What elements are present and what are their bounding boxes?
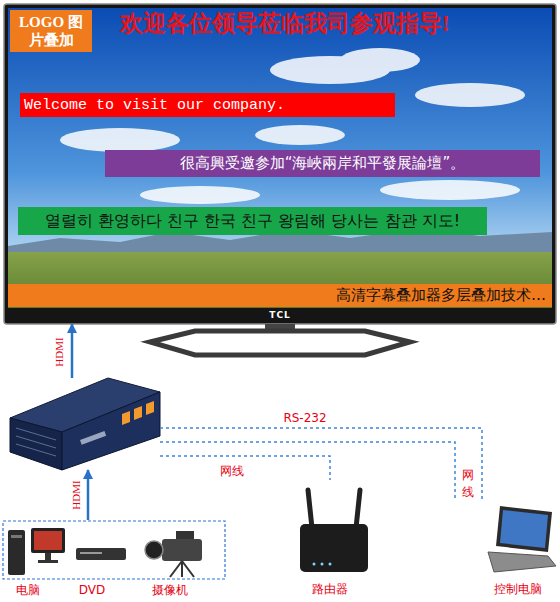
pc-drive — [11, 535, 22, 538]
caption-bar: 很高興受邀参加“海峽兩岸和平發展論壇”。 — [105, 150, 540, 177]
network-cable — [160, 456, 330, 480]
dvd-tray — [80, 552, 102, 554]
pc-foot — [38, 560, 58, 563]
caption-bar: 열렬히 환영하다 친구 한국 친구 왕림해 당사는 참관 지도! — [18, 207, 487, 235]
node-text: 路由器 — [290, 582, 370, 596]
tv-grass — [8, 252, 552, 308]
device-buttons — [122, 401, 154, 425]
node-text: 控制电脑 — [488, 582, 548, 596]
router-leds — [313, 563, 332, 566]
device-vents — [16, 428, 56, 456]
dvd-icon — [76, 548, 126, 560]
dvd-body — [76, 548, 126, 560]
node-text: LOGO 图片叠加 — [14, 13, 88, 49]
caption-bar: Welcome to visit our company. — [20, 93, 395, 117]
pc-monitor — [31, 528, 65, 553]
laptop-icon — [488, 506, 556, 572]
connector-label: HDMI — [70, 479, 82, 510]
clouds — [60, 48, 525, 204]
hdmi-arrow — [71, 324, 74, 378]
device-badge — [80, 431, 106, 445]
logo-overlay: LOGO 图片叠加 — [10, 10, 92, 52]
device-front — [62, 392, 160, 470]
sources-frame — [3, 521, 225, 579]
node-text: 高清字幕叠加器多层叠加技术… — [336, 286, 546, 305]
control-pc: 控制电脑 — [448, 500, 558, 598]
antenna — [356, 490, 360, 528]
camera-mic — [176, 531, 194, 539]
tv-sky — [8, 8, 552, 308]
connector-label: RS-232 — [282, 411, 327, 425]
connector-label: 网线 — [219, 463, 245, 480]
connector-label: 网线 — [461, 467, 475, 501]
router-icon — [300, 490, 368, 572]
node-text: TCL — [269, 310, 290, 320]
tv-screen: TCL LOGO 图片叠加 Welcome to visit our company… — [4, 4, 556, 324]
laptop-base — [488, 552, 556, 572]
computer-icon — [8, 528, 65, 575]
tv-bezel — [4, 4, 556, 324]
tv-stand — [150, 331, 410, 355]
pc-screen — [34, 531, 62, 550]
device-side — [10, 418, 62, 470]
video-sources: 电脑 DVD 摄像机 — [3, 520, 225, 600]
laptop-screen — [500, 510, 548, 548]
router-body — [300, 524, 368, 572]
subtitle-inserter-figure — [10, 378, 160, 470]
camera-body — [162, 539, 202, 561]
camera-tripod — [170, 561, 194, 577]
pc-neck — [45, 553, 51, 560]
antenna — [308, 490, 312, 528]
camera-lens — [145, 541, 163, 559]
subtitle-inserter — [8, 378, 160, 470]
hdmi-arrow — [87, 470, 90, 520]
camera-icon — [145, 531, 202, 577]
ticker-bar: 高清字幕叠加器多层叠加技术… — [8, 284, 552, 307]
node-text: Welcome to visit our company. — [24, 97, 285, 114]
pc-tower — [8, 530, 25, 575]
network-cable — [160, 442, 455, 500]
network-cable — [160, 428, 482, 500]
node-text: 摄像机 — [140, 583, 200, 597]
screen-title: 欢迎各位领导莅临我司参观指导! — [120, 8, 450, 39]
router: 路由器 — [290, 480, 370, 598]
tv-set — [4, 4, 556, 355]
connector-label: HDMI — [53, 336, 65, 367]
node-text: 电脑 — [0, 583, 58, 597]
laptop-lid — [496, 506, 552, 552]
node-text: DVD — [62, 583, 122, 597]
node-text: 열렬히 환영하다 친구 한국 친구 왕림해 당사는 참관 지도! — [45, 211, 460, 232]
node-text: 很高興受邀参加“海峽兩岸和平發展論壇”。 — [180, 154, 466, 173]
